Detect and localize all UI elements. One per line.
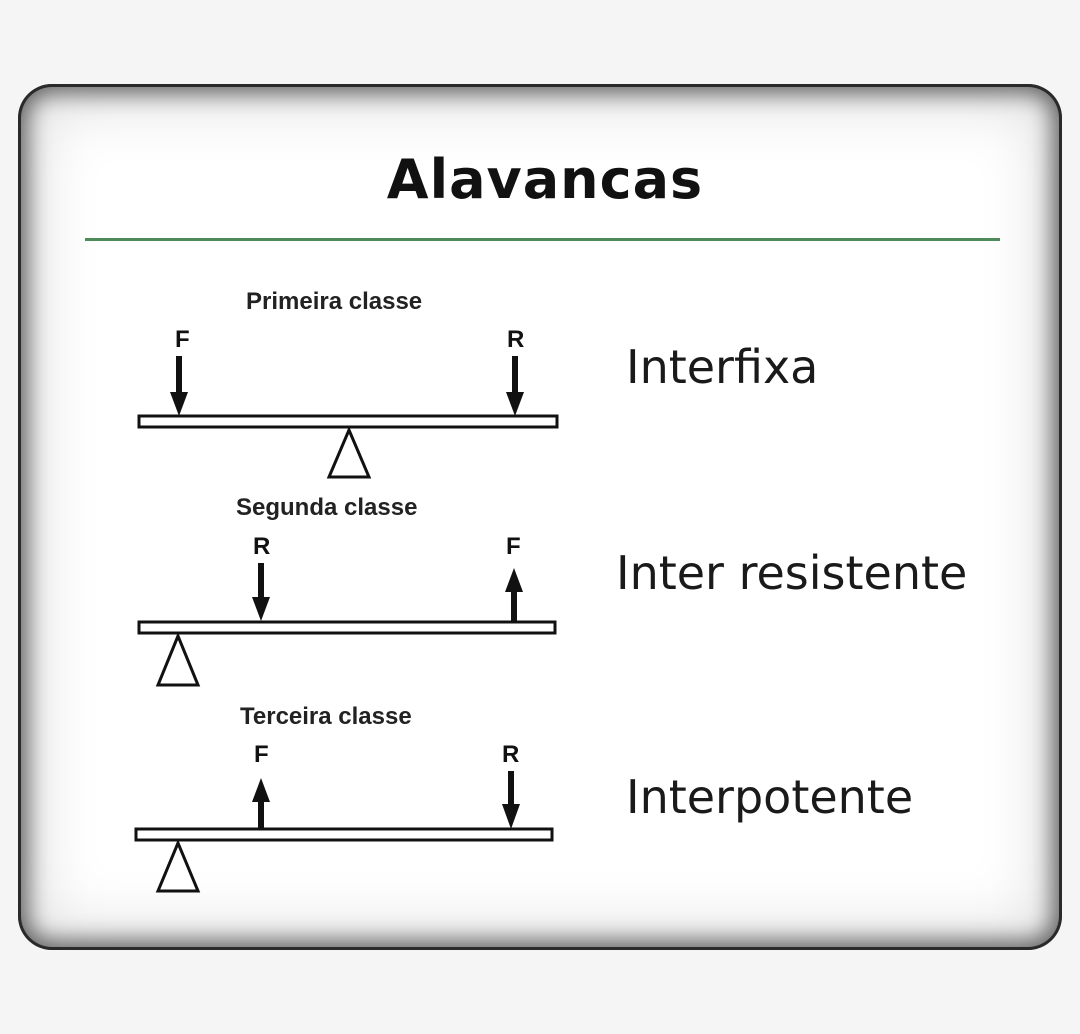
force-arrow-f: F [252,741,270,829]
fulcrum [326,426,372,479]
force-letter: R [502,741,519,768]
lever-bar [134,827,554,842]
title-divider [85,238,1000,241]
force-letter: F [254,741,269,768]
lever-diagram-first: F R [137,326,559,479]
force-arrow-r: R [252,533,270,621]
class-label-third: Terceira classe [240,703,412,730]
force-letter: F [175,326,190,353]
card-frame [18,84,1062,950]
fulcrum [155,839,201,893]
force-arrow-r: R [506,326,524,416]
lever-diagram-third: F R [134,741,554,893]
force-letter: F [506,533,521,560]
type-label-interfixa: Interfixa [626,340,819,394]
force-arrow-f: F [170,326,190,416]
page-title: Alavancas [386,148,704,211]
force-arrow-f: F [505,533,523,622]
lever-bar [137,414,559,429]
fulcrum [155,632,201,687]
force-arrow-r: R [502,741,520,829]
class-label-first: Primeira classe [246,288,423,315]
force-letter: R [253,533,270,560]
force-letter: R [507,326,524,353]
type-label-inter-resistente: Inter resistente [616,546,968,600]
lever-bar [137,620,557,635]
class-label-second: Segunda classe [236,494,418,521]
type-label-interpotente: Interpotente [626,770,914,824]
lever-diagram-second: R F [137,533,557,687]
